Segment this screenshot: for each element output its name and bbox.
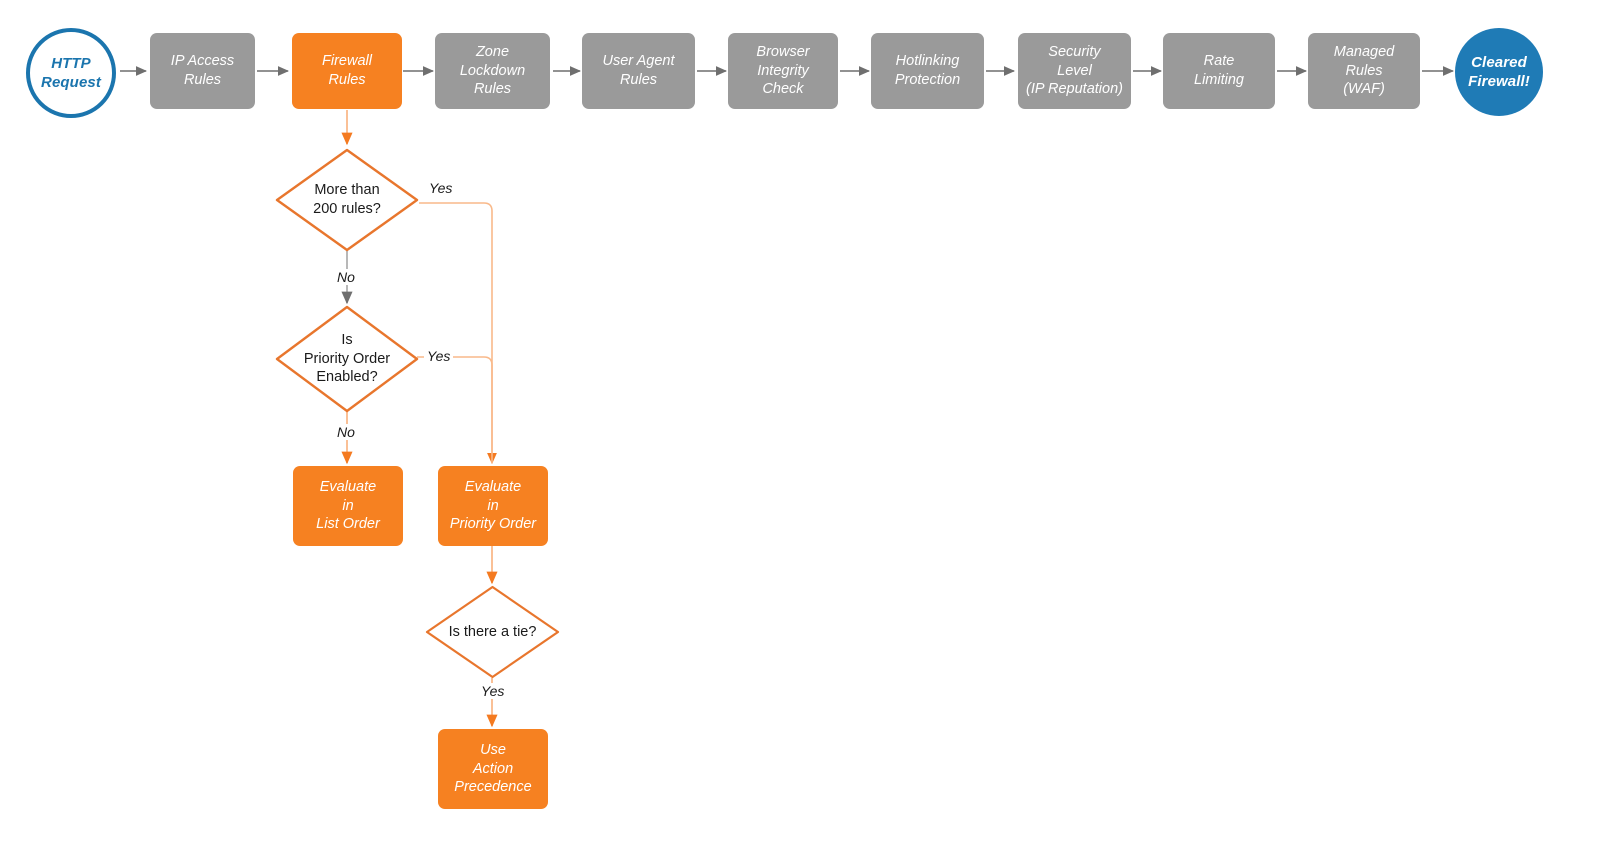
node-decision-is-there-a-tie-label: Is there a tie?	[448, 623, 537, 640]
node-ip-access-rules[interactable]: IP Access Rules	[150, 33, 255, 109]
node-zone-lockdown-rules[interactable]: Zone Lockdown Rules	[435, 33, 550, 109]
node-managed-rules-waf-label: Managed Rules (WAF)	[1333, 44, 1395, 98]
node-user-agent-rules-label: User Agent Rules	[602, 53, 675, 88]
edge-priority-order-yes	[417, 356, 493, 463]
node-decision-priority-order-enabled-label: Is Priority Order Enabled?	[303, 331, 391, 386]
diamond-shape-icon	[425, 585, 560, 679]
node-rate-limiting-label: Rate Limiting	[1194, 53, 1244, 88]
node-decision-priority-order-enabled[interactable]: Is Priority Order Enabled?	[275, 305, 419, 413]
node-browser-integrity-check-label: Browser Integrity Check	[756, 44, 810, 98]
node-decision-more-than-200-rules[interactable]: More than 200 rules?	[275, 148, 419, 252]
node-rate-limiting[interactable]: Rate Limiting	[1163, 33, 1275, 109]
node-http-request-label: HTTP Request	[41, 54, 101, 91]
node-evaluate-in-list-order[interactable]: Evaluate in List Order	[293, 466, 403, 546]
diamond-shape-icon	[275, 148, 419, 252]
diamond-shape-icon	[275, 305, 419, 413]
node-evaluate-in-priority-order-label: Evaluate in Priority Order	[449, 479, 537, 533]
node-cleared-firewall-label: Cleared Firewall!	[1468, 53, 1530, 90]
node-use-action-precedence-label: Use Action Precedence	[454, 742, 532, 796]
edge-label-rules-count-yes: Yes	[426, 180, 456, 196]
node-zone-lockdown-rules-label: Zone Lockdown Rules	[459, 44, 526, 98]
edge-label-tie-yes: Yes	[478, 683, 508, 699]
node-security-level-label: Security Level (IP Reputation)	[1026, 44, 1123, 98]
node-evaluate-in-list-order-label: Evaluate in List Order	[316, 479, 380, 533]
node-ip-access-rules-label: IP Access Rules	[170, 53, 235, 88]
edge-label-priority-order-no: No	[334, 424, 358, 440]
node-cleared-firewall[interactable]: Cleared Firewall!	[1455, 28, 1543, 116]
node-user-agent-rules[interactable]: User Agent Rules	[582, 33, 695, 109]
node-use-action-precedence[interactable]: Use Action Precedence	[438, 729, 548, 809]
node-decision-is-there-a-tie[interactable]: Is there a tie?	[425, 585, 560, 679]
node-evaluate-in-priority-order[interactable]: Evaluate in Priority Order	[438, 466, 548, 546]
edge-rules-count-yes	[419, 202, 497, 465]
node-managed-rules-waf[interactable]: Managed Rules (WAF)	[1308, 33, 1420, 109]
node-hotlinking-protection-label: Hotlinking Protection	[894, 53, 961, 88]
edge-label-priority-order-yes: Yes	[424, 348, 454, 364]
node-browser-integrity-check[interactable]: Browser Integrity Check	[728, 33, 838, 109]
edge-label-rules-count-no: No	[334, 269, 358, 285]
node-firewall-rules[interactable]: Firewall Rules	[292, 33, 402, 109]
node-decision-more-than-200-rules-label: More than 200 rules?	[313, 182, 381, 217]
node-firewall-rules-label: Firewall Rules	[322, 53, 372, 88]
node-http-request[interactable]: HTTP Request	[26, 28, 116, 118]
node-security-level[interactable]: Security Level (IP Reputation)	[1018, 33, 1131, 109]
node-hotlinking-protection[interactable]: Hotlinking Protection	[871, 33, 984, 109]
